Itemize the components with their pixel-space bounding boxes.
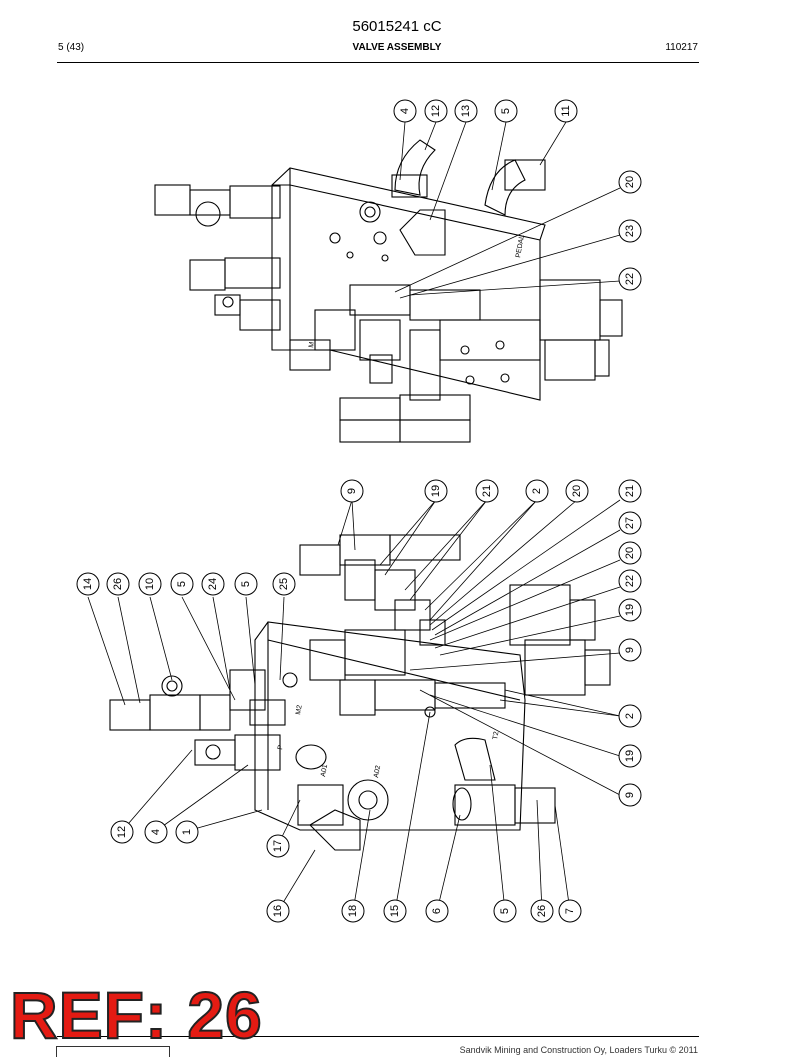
callout: 27 bbox=[618, 511, 642, 535]
svg-text:10: 10 bbox=[144, 578, 156, 590]
marking-m-upper: M bbox=[308, 341, 316, 348]
callout: 22 bbox=[618, 569, 642, 593]
callout: 26 bbox=[106, 572, 130, 596]
svg-text:21: 21 bbox=[481, 485, 493, 497]
marking-p: P bbox=[277, 744, 285, 750]
svg-text:4: 4 bbox=[150, 829, 162, 835]
svg-text:16: 16 bbox=[272, 905, 284, 917]
svg-text:5: 5 bbox=[500, 108, 512, 114]
svg-text:22: 22 bbox=[624, 273, 636, 285]
svg-text:13: 13 bbox=[460, 105, 472, 117]
callout: 20 bbox=[618, 541, 642, 565]
marking-t2: T2 bbox=[492, 731, 500, 740]
callout: 5 bbox=[493, 899, 517, 923]
callout: 12 bbox=[110, 820, 134, 844]
svg-text:11: 11 bbox=[560, 105, 572, 116]
svg-text:5: 5 bbox=[240, 581, 252, 587]
svg-text:20: 20 bbox=[624, 176, 636, 188]
svg-text:19: 19 bbox=[430, 485, 442, 497]
marking-m2: M2 bbox=[295, 704, 304, 715]
svg-text:5: 5 bbox=[499, 908, 511, 914]
callout: 20 bbox=[565, 479, 589, 503]
callout: 14 bbox=[76, 572, 100, 596]
callout: 11 bbox=[554, 99, 578, 123]
svg-text:23: 23 bbox=[624, 225, 636, 237]
svg-text:26: 26 bbox=[536, 905, 548, 917]
svg-text:26: 26 bbox=[112, 578, 124, 590]
header-rule bbox=[57, 62, 699, 63]
lower-valve-view bbox=[109, 534, 611, 851]
page-title: VALVE ASSEMBLY bbox=[352, 42, 442, 53]
callout: 19 bbox=[618, 744, 642, 768]
svg-text:15: 15 bbox=[389, 905, 401, 917]
callout: 25 bbox=[272, 572, 296, 596]
svg-text:7: 7 bbox=[564, 908, 576, 914]
svg-text:2: 2 bbox=[624, 713, 636, 719]
callout: 9 bbox=[618, 783, 642, 807]
upper-valve-view bbox=[154, 139, 623, 443]
reference-stamp: REF: 26 bbox=[9, 978, 263, 1052]
svg-text:14: 14 bbox=[82, 578, 94, 590]
svg-text:4: 4 bbox=[399, 108, 411, 114]
sandvik-logo bbox=[56, 1046, 170, 1057]
marking-a01: A01 bbox=[320, 764, 329, 778]
svg-text:22: 22 bbox=[624, 575, 636, 587]
callout: 15 bbox=[383, 899, 407, 923]
svg-text:1: 1 bbox=[181, 829, 193, 835]
document-code: 56015241 cC bbox=[352, 18, 442, 35]
marking-a02: A02 bbox=[373, 765, 382, 779]
callout: 2 bbox=[525, 479, 549, 503]
callout: 22 bbox=[618, 267, 642, 291]
svg-text:20: 20 bbox=[624, 547, 636, 559]
svg-text:19: 19 bbox=[624, 604, 636, 616]
callout: 7 bbox=[558, 899, 582, 923]
callout: 19 bbox=[618, 598, 642, 622]
svg-text:6: 6 bbox=[431, 908, 443, 914]
callout: 4 bbox=[144, 820, 168, 844]
svg-text:19: 19 bbox=[624, 750, 636, 762]
callout: 4 bbox=[393, 99, 417, 123]
callout: 20 bbox=[618, 170, 642, 194]
callout: 24 bbox=[201, 572, 225, 596]
svg-text:9: 9 bbox=[624, 647, 636, 653]
callout: 5 bbox=[234, 572, 258, 596]
svg-text:12: 12 bbox=[430, 105, 442, 117]
svg-text:27: 27 bbox=[624, 517, 636, 529]
svg-text:2: 2 bbox=[531, 488, 543, 494]
svg-text:9: 9 bbox=[346, 488, 358, 494]
callout: 18 bbox=[341, 899, 365, 923]
footer-rule bbox=[57, 1036, 699, 1037]
callout: 12 bbox=[424, 99, 448, 123]
svg-text:9: 9 bbox=[624, 792, 636, 798]
svg-text:17: 17 bbox=[272, 840, 284, 852]
marking-pedal: PEDAL bbox=[515, 234, 526, 258]
svg-text:12: 12 bbox=[116, 826, 128, 838]
svg-text:25: 25 bbox=[278, 578, 290, 590]
callout: 21 bbox=[618, 479, 642, 503]
svg-text:20: 20 bbox=[571, 485, 583, 497]
callout: 6 bbox=[425, 899, 449, 923]
callout: 5 bbox=[170, 572, 194, 596]
callout: 16 bbox=[266, 899, 290, 923]
footer-copyright: Sandvik Mining and Construction Oy, Load… bbox=[459, 1045, 698, 1055]
callout: 19 bbox=[424, 479, 448, 503]
callout: 9 bbox=[340, 479, 364, 503]
svg-text:24: 24 bbox=[207, 578, 219, 590]
svg-text:18: 18 bbox=[347, 905, 359, 917]
callout: 13 bbox=[454, 99, 478, 123]
callout: 26 bbox=[530, 899, 554, 923]
callout: 17 bbox=[266, 834, 290, 858]
callout: 2 bbox=[618, 704, 642, 728]
callout: 21 bbox=[475, 479, 499, 503]
revision-date: 110217 bbox=[665, 42, 698, 53]
callout: 9 bbox=[618, 638, 642, 662]
callout: 10 bbox=[138, 572, 162, 596]
callout: 1 bbox=[175, 820, 199, 844]
page-number: 5 (43) bbox=[58, 42, 85, 53]
callout: 5 bbox=[494, 99, 518, 123]
callout: 23 bbox=[618, 219, 642, 243]
svg-text:21: 21 bbox=[624, 485, 636, 497]
svg-text:5: 5 bbox=[176, 581, 188, 587]
